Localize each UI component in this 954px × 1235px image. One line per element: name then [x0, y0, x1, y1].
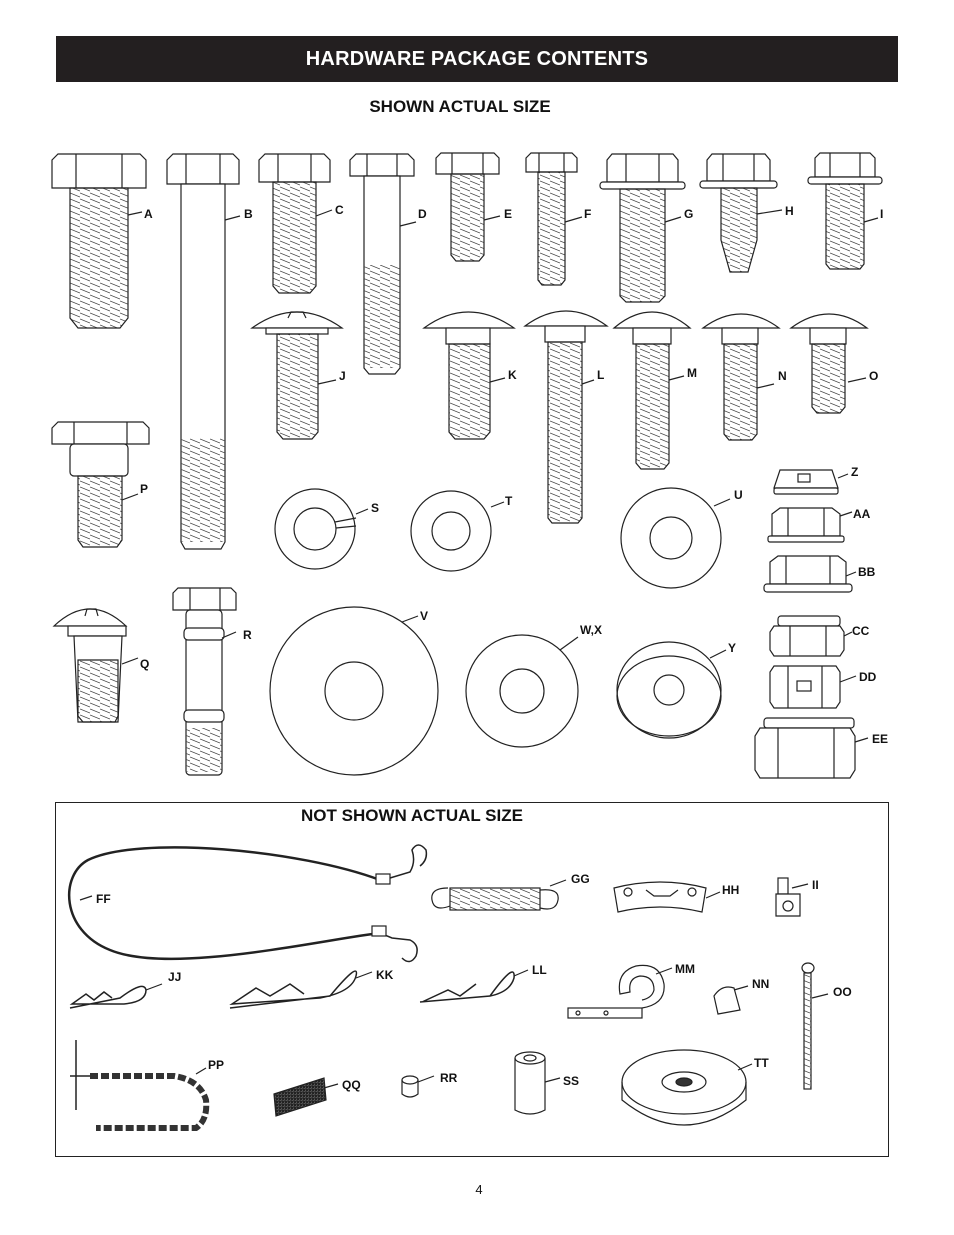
- not-shown-actual-size-box: [55, 802, 889, 1157]
- belleville-washer-y: [616, 641, 727, 739]
- nut-cc: [769, 615, 853, 657]
- label-tt: TT: [754, 1056, 769, 1070]
- label-m: M: [687, 366, 697, 380]
- label-s: S: [371, 501, 380, 515]
- hair-pin-jj: [69, 983, 163, 1009]
- carriage-bolt-m: [612, 311, 692, 470]
- label-r: R: [243, 628, 252, 642]
- washer-t: [410, 490, 505, 572]
- cap-nn: [713, 985, 749, 1015]
- label-y: Y: [728, 641, 737, 655]
- label-j: J: [339, 369, 346, 383]
- screw-q: [52, 608, 139, 723]
- shown-actual-size-heading: SHOWN ACTUAL SIZE: [369, 97, 551, 116]
- label-n: N: [778, 369, 787, 383]
- page-number: 4: [475, 1182, 483, 1197]
- label-aa: AA: [853, 507, 871, 521]
- washer-u: [620, 487, 731, 589]
- tab-ii: [775, 877, 809, 917]
- label-dd: DD: [859, 670, 877, 684]
- bolt-b: [166, 153, 241, 550]
- label-qq: QQ: [342, 1078, 361, 1092]
- label-ii: II: [812, 878, 819, 892]
- label-nn: NN: [752, 977, 770, 991]
- label-wx: W,X: [580, 623, 603, 637]
- screw-h: [699, 153, 783, 273]
- label-o: O: [869, 369, 879, 383]
- label-v: V: [420, 609, 429, 623]
- bolt-g: [599, 153, 686, 303]
- lock-washer-s: [274, 488, 369, 570]
- label-h: H: [785, 204, 794, 218]
- hair-pin-kk: [229, 970, 373, 1009]
- not-shown-actual-size-heading: NOT SHOWN ACTUAL SIZE: [301, 806, 523, 825]
- bolt-f: [525, 152, 583, 286]
- label-a: A: [144, 207, 153, 221]
- label-p: P: [140, 482, 149, 496]
- label-jj: JJ: [168, 970, 182, 984]
- label-pp: PP: [208, 1058, 225, 1072]
- grille-qq: [273, 1077, 339, 1117]
- label-ee: EE: [872, 732, 889, 746]
- spacer-ss: [514, 1051, 561, 1115]
- nut-ee: [754, 717, 869, 779]
- label-d: D: [418, 207, 427, 221]
- washer-wx: [465, 634, 579, 748]
- carriage-bolt-o: [789, 313, 869, 414]
- nut-aa: [767, 507, 853, 543]
- carriage-bolt-k: [422, 311, 516, 440]
- label-i: I: [880, 207, 884, 221]
- tie-oo: [801, 962, 829, 1090]
- label-g: G: [684, 207, 694, 221]
- washer-v: [269, 606, 439, 776]
- label-ff: FF: [96, 892, 111, 906]
- bolt-c: [258, 153, 333, 294]
- label-kk: KK: [376, 968, 394, 982]
- label-oo: OO: [833, 985, 852, 999]
- label-l: L: [597, 368, 605, 382]
- spacer-rr: [401, 1075, 435, 1098]
- label-u: U: [734, 488, 743, 502]
- pulley-tt: [621, 1049, 753, 1126]
- label-t: T: [505, 494, 513, 508]
- bolt-e: [435, 152, 501, 262]
- label-f: F: [584, 207, 592, 221]
- nut-z: [773, 469, 849, 495]
- shoulder-bolt-p: [51, 421, 150, 548]
- label-ss: SS: [563, 1074, 580, 1088]
- chain-pp: [70, 1040, 210, 1131]
- bracket-hh: [613, 881, 721, 913]
- label-bb: BB: [858, 565, 876, 579]
- label-k: K: [508, 368, 517, 382]
- cable-ff: [67, 844, 428, 963]
- label-c: C: [335, 203, 344, 217]
- hook-mm: [567, 964, 673, 1019]
- label-cc: CC: [852, 624, 870, 638]
- spring-gg: [431, 879, 567, 911]
- label-hh: HH: [722, 883, 740, 897]
- label-gg: GG: [571, 872, 590, 886]
- label-q: Q: [140, 657, 150, 671]
- page-title-banner: HARDWARE PACKAGE CONTENTS: [56, 36, 898, 82]
- label-rr: RR: [440, 1071, 458, 1085]
- nut-dd: [769, 665, 857, 709]
- label-e: E: [504, 207, 513, 221]
- bolt-d: [349, 153, 417, 375]
- label-mm: MM: [675, 962, 695, 976]
- clevis-pin-r: [172, 587, 237, 776]
- screw-j: [250, 311, 344, 440]
- bolt-a: [51, 153, 147, 329]
- label-z: Z: [851, 465, 859, 479]
- page-title: HARDWARE PACKAGE CONTENTS: [305, 47, 649, 70]
- label-ll: LL: [532, 963, 547, 977]
- nut-bb: [763, 555, 857, 593]
- label-b: B: [244, 207, 253, 221]
- bolt-i: [807, 152, 883, 270]
- hair-pin-ll: [419, 969, 529, 1003]
- carriage-bolt-n: [701, 313, 781, 441]
- carriage-bolt-l: [523, 310, 609, 524]
